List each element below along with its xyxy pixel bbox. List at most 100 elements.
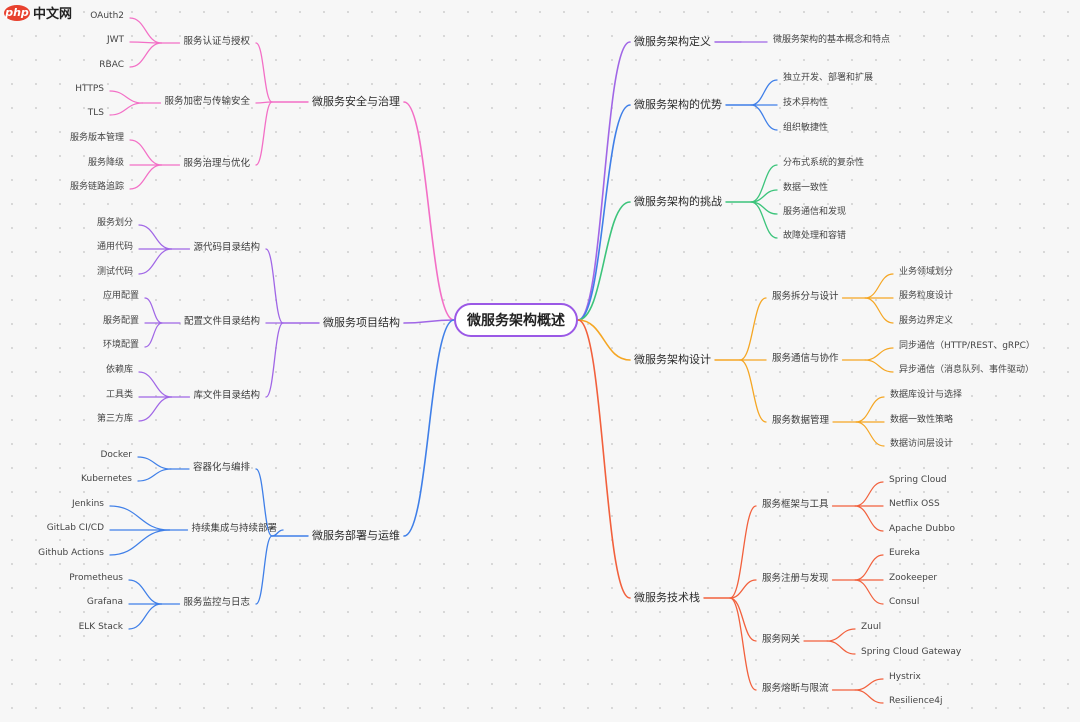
branch-node[interactable]: 微服务技术栈 [634,591,700,604]
subtopic-node[interactable]: 配置文件目录结构 [183,316,260,327]
leaf-node[interactable]: Spring Cloud Gateway [861,647,962,657]
leaf-node[interactable]: 服务链路追踪 [69,182,124,192]
subtopic-node[interactable]: 源代码目录结构 [193,242,260,253]
leaf-node[interactable]: JWT [106,35,124,45]
connector-line [128,603,163,630]
subtopic-node[interactable]: 服务加密与传输安全 [164,96,250,107]
leaf-node[interactable]: 第三方库 [96,414,133,424]
branch-node[interactable]: 微服务项目结构 [323,316,400,329]
leaf-node[interactable]: Eureka [889,548,920,558]
connector-line [854,689,884,704]
leaf-node[interactable]: 服务降级 [87,158,124,168]
connector-line [129,164,163,190]
leaf-node[interactable]: Consul [889,597,920,607]
subtopic-node[interactable]: 服务治理与优化 [183,158,250,169]
subtopic-node[interactable]: 服务通信与协作 [772,353,839,364]
leaf-node[interactable]: 数据一致性 [783,183,829,193]
connector-line [255,42,273,103]
leaf-node[interactable]: ELK Stack [78,622,123,632]
connector-line [729,505,757,599]
leaf-node[interactable]: 异步通信（消息队列、事件驱动） [899,365,1035,375]
leaf-node[interactable]: Grafana [86,597,123,607]
leaf-node[interactable]: 通用代码 [96,242,133,252]
leaf-node[interactable]: 应用配置 [102,291,139,301]
subtopic-node[interactable]: 服务数据管理 [772,415,830,426]
connector-line [750,79,778,106]
leaf-node[interactable]: 服务划分 [96,218,133,228]
branch-node[interactable]: 微服务架构定义 [634,35,711,48]
branch-node[interactable]: 微服务架构的挑战 [634,195,722,208]
connector-line [128,579,163,605]
connector-line [854,579,884,605]
subtopic-node[interactable]: 服务注册与发现 [762,573,829,584]
leaf-node[interactable]: 故障处理和容错 [783,231,847,241]
connector-line [864,273,894,299]
connector-line [255,101,273,104]
connector-line [265,248,284,324]
connector-line [739,297,767,361]
connector-line [138,371,173,398]
leaf-node[interactable]: 服务边界定义 [899,316,954,326]
leaf-node[interactable]: 分布式系统的复杂性 [783,158,865,168]
connector-line [854,678,884,691]
root-node[interactable]: 微服务架构概述 [454,303,578,337]
leaf-node[interactable]: Github Actions [38,548,104,558]
connector-line [750,104,778,131]
leaf-node[interactable]: Apache Dubbo [889,524,956,534]
site-logo[interactable]: php 中文网 [4,3,72,22]
connector-line [403,319,455,537]
leaf-node[interactable]: Zookeeper [889,573,938,583]
leaf-node[interactable]: 工具类 [105,390,133,400]
leaf-node[interactable]: Spring Cloud [889,475,947,485]
leaf-node[interactable]: Hystrix [889,672,921,682]
leaf-node[interactable]: Netflix OSS [889,499,940,509]
connector-line [403,101,455,321]
leaf-node[interactable]: Prometheus [69,573,123,583]
leaf-node[interactable]: OAuth2 [90,11,124,21]
leaf-node[interactable]: 服务通信和发现 [783,207,847,217]
branch-node[interactable]: 微服务架构的优势 [634,98,722,111]
subtopic-node[interactable]: 持续集成与持续部署 [191,523,277,534]
leaf-node[interactable]: 独立开发、部署和扩展 [783,73,874,83]
leaf-node[interactable]: 同步通信（HTTP/REST、gRPC） [899,341,1035,351]
connector-line [137,468,172,482]
connector-line [129,42,163,68]
connector-line [854,505,884,532]
leaf-node[interactable]: 业务领域划分 [899,267,954,277]
leaf-node[interactable]: 数据访问层设计 [890,439,954,449]
leaf-node[interactable]: TLS [87,108,104,118]
subtopic-node[interactable]: 服务认证与授权 [183,36,250,47]
leaf-node[interactable]: 技术异构性 [783,98,829,108]
leaf-node[interactable]: 服务配置 [102,316,139,326]
leaf-node[interactable]: Jenkins [71,499,104,509]
leaf-node[interactable]: Docker [100,450,132,460]
leaf-node[interactable]: RBAC [99,60,124,70]
leaf-node[interactable]: 数据一致性策略 [890,415,954,425]
leaf-node[interactable]: Resilience4j [889,696,943,706]
leaf-node[interactable]: 测试代码 [96,267,133,277]
branch-node[interactable]: 微服务架构设计 [634,353,711,366]
subtopic-node[interactable]: 服务网关 [762,634,801,645]
connector-line [129,139,163,166]
branch-node[interactable]: 微服务部署与运维 [312,529,400,542]
subtopic-node[interactable]: 服务监控与日志 [183,597,250,608]
leaf-node[interactable]: Zuul [861,622,882,632]
subtopic-node[interactable]: 服务框架与工具 [762,499,829,510]
leaf-node[interactable]: Kubernetes [81,474,132,484]
leaf-node[interactable]: 依赖库 [105,365,133,375]
subtopic-node[interactable]: 容器化与编排 [192,462,250,473]
branch-node[interactable]: 微服务安全与治理 [312,95,400,108]
connector-line [729,597,757,642]
subtopic-node[interactable]: 库文件目录结构 [193,390,260,401]
leaf-node[interactable]: 数据库设计与选择 [890,390,963,400]
subtopic-node[interactable]: 服务熔断与限流 [762,683,829,694]
leaf-node[interactable]: 服务版本管理 [69,133,124,143]
leaf-node[interactable]: 微服务架构的基本概念和特点 [773,35,891,45]
subtopic-node[interactable]: 服务拆分与设计 [772,291,839,302]
leaf-node[interactable]: 组织敏捷性 [783,123,829,133]
leaf-node[interactable]: HTTPS [75,84,104,94]
leaf-node[interactable]: GitLab CI/CD [46,523,104,533]
leaf-node[interactable]: 服务粒度设计 [899,291,954,301]
connector-line [750,164,778,203]
leaf-node[interactable]: 环境配置 [102,340,139,350]
